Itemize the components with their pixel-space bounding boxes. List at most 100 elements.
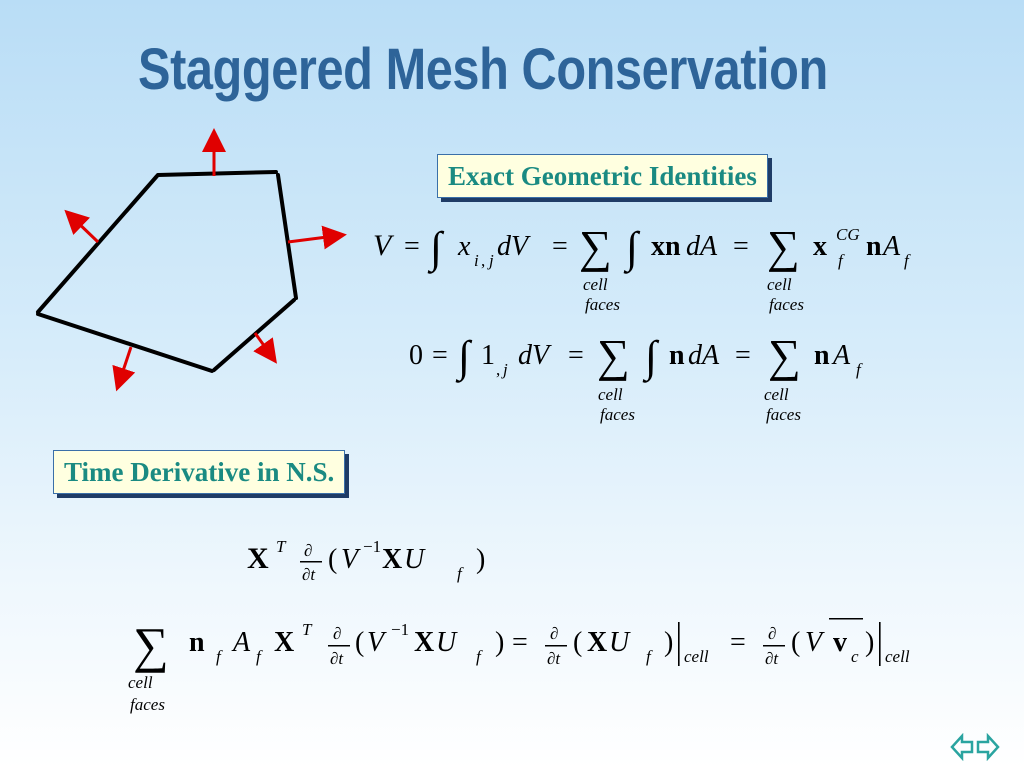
time-derivative-term-equation: X T ∂ ∂t ( V −1 X U f ) — [247, 537, 485, 584]
svg-text:n: n — [189, 627, 205, 658]
normal-arrow-bottom — [112, 346, 136, 392]
svg-text:dA: dA — [686, 231, 718, 262]
svg-text:f: f — [646, 647, 653, 666]
svg-text:T: T — [302, 620, 313, 639]
svg-text:∫: ∫ — [642, 332, 660, 383]
sum-sub-cell: cell — [764, 385, 789, 404]
svg-text:T: T — [276, 537, 287, 556]
sum-sub-cell: cell — [128, 673, 153, 692]
svg-text:=: = — [552, 231, 568, 262]
svg-text:CG: CG — [836, 225, 860, 244]
svg-text:=: = — [730, 627, 746, 658]
svg-text:∂: ∂ — [304, 541, 312, 560]
svg-text:X: X — [247, 542, 269, 575]
svg-text:f: f — [256, 647, 263, 666]
sum-sub-faces: faces — [769, 295, 804, 314]
sum-sub-faces: faces — [600, 405, 635, 424]
svg-text:V: V — [367, 627, 387, 658]
svg-text:(: ( — [355, 627, 364, 658]
conservation-sum-equation: ∑ n f A f X T ∂ ∂t ( V −1 X U f ) = ∂ ∂t… — [128, 617, 910, 714]
svg-text:n: n — [669, 340, 685, 371]
svg-text:dV: dV — [497, 231, 531, 262]
sum-sub-faces: faces — [766, 405, 801, 424]
svg-text:f: f — [476, 647, 483, 666]
svg-text:v: v — [833, 627, 847, 658]
svg-text:xn: xn — [651, 231, 681, 262]
svg-text:j: j — [501, 360, 508, 379]
forward-arrow-icon[interactable] — [976, 733, 1000, 761]
svg-text:−1: −1 — [391, 620, 409, 639]
svg-text:V: V — [805, 627, 825, 658]
svg-text:=: = — [568, 340, 584, 371]
svg-text:X: X — [382, 544, 402, 575]
sum-sub-cell: cell — [767, 275, 792, 294]
slide-title: Staggered Mesh Conservation — [138, 37, 828, 102]
svg-text:∑: ∑ — [768, 330, 801, 381]
eval-sub-cell: cell — [885, 647, 910, 666]
svg-text:,: , — [481, 251, 485, 270]
back-arrow-icon[interactable] — [950, 733, 974, 761]
svg-text:X: X — [414, 627, 434, 658]
normal-arrow-upper-left — [64, 209, 100, 244]
svg-text:): ) — [495, 627, 504, 658]
svg-text:U: U — [436, 627, 458, 658]
sum-sub-faces: faces — [585, 295, 620, 314]
volume-identity-equation: V = ∫ x i , j dV = ∑ ∫ xn dA = ∑ x CG f … — [373, 221, 911, 314]
svg-text:∂t: ∂t — [330, 649, 344, 668]
sum-sub-cell: cell — [598, 385, 623, 404]
svg-text:(: ( — [791, 627, 800, 658]
svg-text:(: ( — [573, 627, 582, 658]
svg-text:∑: ∑ — [133, 617, 169, 673]
svg-text:f: f — [856, 360, 863, 379]
svg-text:x: x — [813, 231, 827, 262]
svg-text:A: A — [831, 340, 851, 371]
svg-text:i: i — [474, 251, 479, 270]
sum-sub-cell: cell — [583, 275, 608, 294]
svg-text:f: f — [216, 647, 223, 666]
svg-text:=: = — [512, 627, 528, 658]
svg-text:1: 1 — [481, 340, 495, 371]
svg-text:U: U — [609, 627, 631, 658]
svg-text:A: A — [881, 231, 901, 262]
exact-geometric-identities-label: Exact Geometric Identities — [437, 154, 768, 198]
double-arrow-left-right-icon[interactable] — [950, 733, 1000, 761]
cell-polygon — [36, 170, 298, 373]
svg-text:∂: ∂ — [550, 624, 558, 643]
svg-text:V: V — [341, 544, 361, 575]
svg-text:f: f — [904, 251, 911, 270]
svg-text:∂: ∂ — [333, 624, 341, 643]
time-derivative-label: Time Derivative in N.S. — [53, 450, 346, 494]
normal-sum-identity-equation: 0 = ∫ 1 , j dV = ∑ ∫ n dA = ∑ n A f cell… — [409, 330, 863, 424]
eval-sub-cell: cell — [684, 647, 709, 666]
svg-text:A: A — [231, 627, 251, 658]
svg-text:f: f — [457, 564, 464, 583]
svg-text:c: c — [851, 647, 859, 666]
svg-text:∂t: ∂t — [302, 565, 316, 584]
svg-text:): ) — [865, 627, 874, 658]
svg-text:n: n — [814, 340, 830, 371]
svg-text:): ) — [664, 627, 673, 658]
svg-text:∫: ∫ — [427, 223, 445, 274]
svg-text:U: U — [404, 544, 426, 575]
svg-text:dA: dA — [688, 340, 720, 371]
svg-text:∑: ∑ — [597, 330, 630, 381]
svg-text:∫: ∫ — [455, 332, 473, 383]
svg-text:=: = — [733, 231, 749, 262]
svg-text:): ) — [476, 544, 485, 575]
svg-text:0: 0 — [409, 340, 423, 371]
normal-arrow-right — [287, 225, 347, 250]
svg-text:∂: ∂ — [768, 624, 776, 643]
svg-text:j: j — [487, 251, 494, 270]
svg-text:∂t: ∂t — [765, 649, 779, 668]
svg-text:−1: −1 — [363, 537, 381, 556]
svg-text:X: X — [587, 627, 607, 658]
svg-text:=: = — [735, 340, 751, 371]
face-normal-arrows — [64, 128, 347, 392]
svg-text:=: = — [432, 340, 448, 371]
svg-text:dV: dV — [518, 340, 552, 371]
svg-text:f: f — [838, 251, 845, 270]
sum-sub-faces: faces — [130, 695, 165, 714]
svg-text:n: n — [866, 231, 882, 262]
